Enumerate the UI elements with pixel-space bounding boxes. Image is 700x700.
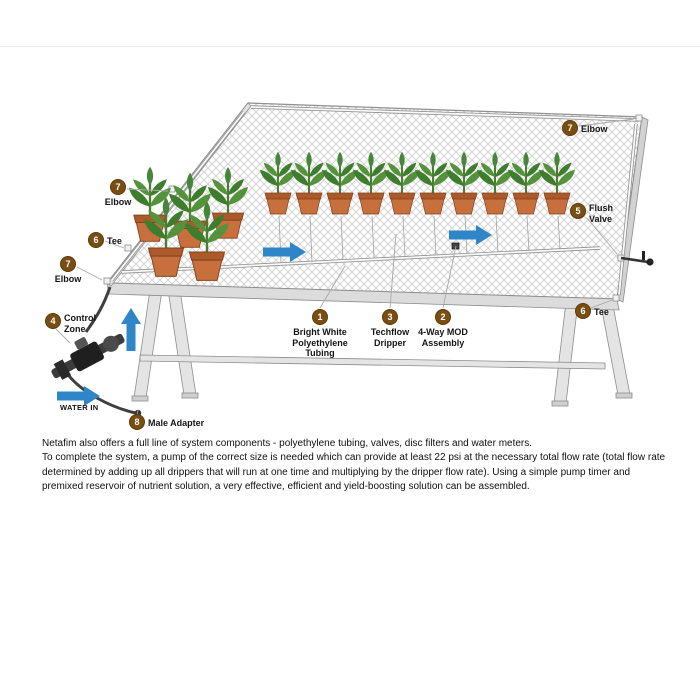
callout-number-badge: 7 xyxy=(110,179,126,195)
callout-label: Tee xyxy=(107,236,122,246)
callout-label: Control Zone xyxy=(64,313,96,334)
table-legs xyxy=(131,289,633,407)
callout-number-badge: 4 xyxy=(45,313,61,329)
callout-label: Elbow xyxy=(54,274,82,284)
water-in-label: WATER IN xyxy=(60,403,99,412)
top-divider xyxy=(0,46,700,47)
callout-label: Bright White Polyethylene Tubing xyxy=(292,327,348,359)
description-text: Netafim also offers a full line of syste… xyxy=(42,437,672,495)
right-rail xyxy=(616,116,649,303)
irrigation-bench-diagram xyxy=(51,102,654,417)
flow-arrow-up xyxy=(121,308,141,351)
callout-number-badge: 1 xyxy=(312,309,328,325)
callout-number-badge: 5 xyxy=(570,203,586,219)
callout-label: Techflow Dripper xyxy=(370,327,410,348)
leader-lines xyxy=(55,118,635,417)
callout-number-badge: 2 xyxy=(435,309,451,325)
callout-label: Elbow xyxy=(104,197,132,207)
callout-number-badge: 6 xyxy=(575,303,591,319)
callout-label: Flush Valve xyxy=(589,203,613,224)
callout-label: Elbow xyxy=(581,124,608,134)
supply-plumbing xyxy=(51,286,142,417)
callout-number-badge: 7 xyxy=(562,120,578,136)
callout-label: Tee xyxy=(594,307,609,317)
callout-label: Male Adapter xyxy=(148,418,205,428)
footer-line1: Netafim also offers a full line of syste… xyxy=(42,438,533,449)
callout-number-badge: 7 xyxy=(60,256,76,272)
footer-paragraph: To complete the system, a pump of the co… xyxy=(42,452,666,493)
flush-valve-icon xyxy=(620,251,654,266)
callout-number-badge: 6 xyxy=(88,232,104,248)
callout-number-badge: 8 xyxy=(129,414,145,430)
callout-number-badge: 3 xyxy=(382,309,398,325)
callout-label: 4-Way MOD Assembly xyxy=(418,327,468,348)
control-zone-assembly xyxy=(51,333,125,380)
